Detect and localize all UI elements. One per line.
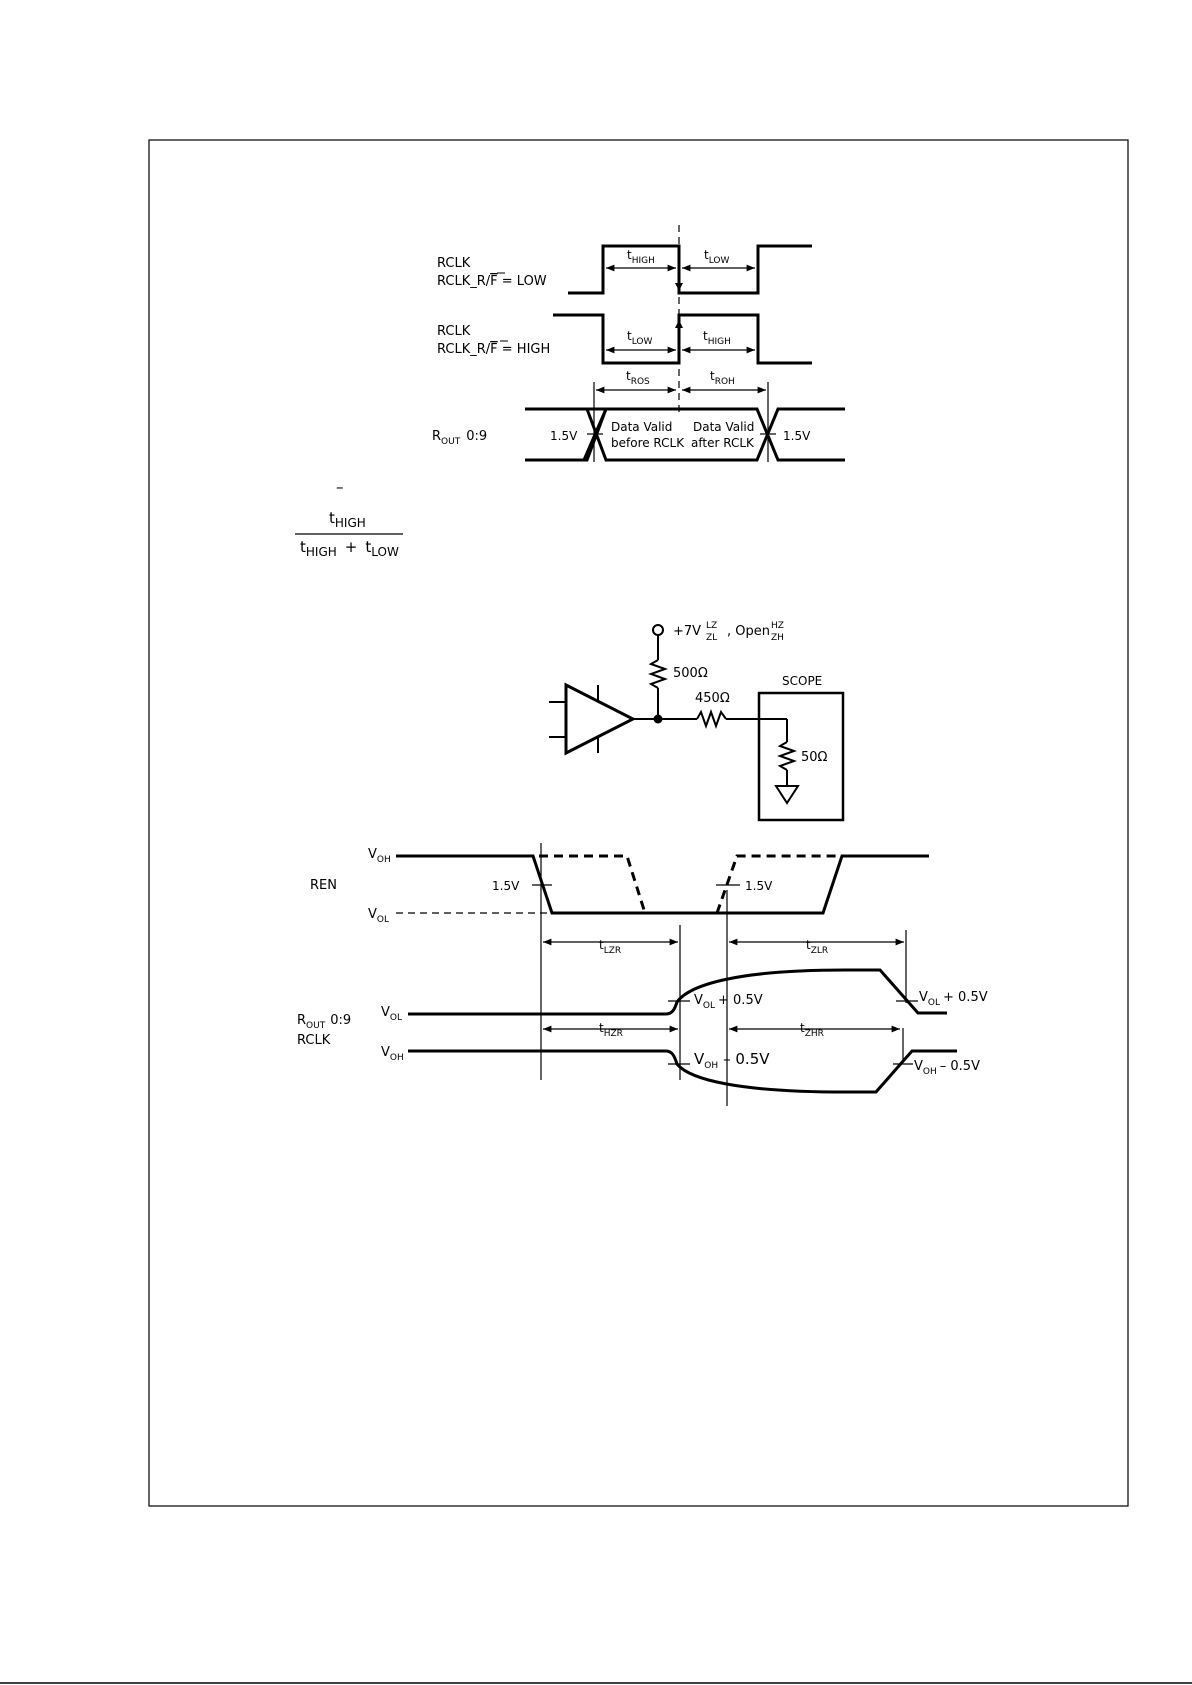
ren-delayed-rising xyxy=(715,854,842,914)
vol-plus-label-2: VOL+ 0.5V xyxy=(919,990,988,1008)
formula-numerator: tHIGH xyxy=(329,509,366,530)
troh-label: tROH xyxy=(710,369,735,387)
rclk-low-condition: RCLK_R/F = LOW xyxy=(437,274,547,289)
ren-waveform-low xyxy=(396,854,722,915)
formula-denominator: tHIGH+tLOW xyxy=(300,538,399,559)
ren-timing-diagram: VOH REN VOL 1.5V 1.5V tLZR tZLR tHZR tZH… xyxy=(297,843,988,1106)
rclk-low-waveform xyxy=(568,244,812,295)
rclk-label-fig3: RCLK xyxy=(297,1033,331,1048)
resistor-50 xyxy=(777,741,797,771)
voh-label-ren: VOH xyxy=(368,847,391,865)
tlow-label-1: tLOW xyxy=(704,248,729,266)
thigh-label-2: tHIGH xyxy=(703,329,731,347)
threshold-label-right: 1.5V xyxy=(783,429,811,443)
tzhr-label: tZHR xyxy=(800,1021,824,1039)
tzlr-label: tZLR xyxy=(806,938,828,956)
voh-minus-label-2: VOH– 0.5V xyxy=(914,1059,980,1077)
vol-label-ren: VOL xyxy=(368,907,389,925)
data-valid-before-line2: before RCLK xyxy=(611,436,685,450)
resistor-450 xyxy=(696,709,727,729)
supply-hz: HZ xyxy=(771,621,784,631)
rout-voh-waveform xyxy=(408,1049,957,1094)
tlow-label-2: tLOW xyxy=(627,329,652,347)
data-valid-after-line1: Data Valid xyxy=(693,420,754,434)
output-buffer-triangle xyxy=(564,682,637,756)
supply-lz: LZ xyxy=(706,621,717,631)
ren-threshold-label-2: 1.5V xyxy=(745,879,773,893)
voh-label-rout: VOH xyxy=(381,1045,404,1063)
rclk-label-b: RCLK xyxy=(437,324,471,339)
ren-label: REN xyxy=(310,878,337,893)
voh-minus-label-1: VOH– 0.5V xyxy=(694,1050,770,1071)
rclk-timing-diagram: RCLK RCLK_R/F = LOW RCLK RCLK_R/F = HIGH… xyxy=(432,225,845,462)
ren-threshold-label-1: 1.5V xyxy=(492,879,520,893)
data-valid-after-line2: after RCLK xyxy=(691,436,755,450)
formula-dash: – xyxy=(336,478,344,496)
supply-terminal xyxy=(652,624,664,636)
ren-waveform-high xyxy=(712,854,929,915)
rout-data-lower xyxy=(525,407,845,462)
output-node xyxy=(653,714,663,724)
resistor-500 xyxy=(648,659,668,689)
supply-zl: ZL xyxy=(706,633,717,643)
rout-data-upper xyxy=(525,407,845,462)
figure-frame xyxy=(148,139,1129,1507)
vol-label-rout: VOL xyxy=(381,1005,402,1023)
thigh-label-1: tHIGH xyxy=(627,248,655,266)
supply-open: , Open xyxy=(727,624,770,639)
thzr-label: tHZR xyxy=(599,1021,623,1039)
rclk-high-waveform xyxy=(553,313,812,365)
resistor-50-label: 50Ω xyxy=(801,750,828,765)
rclk-high-condition: RCLK_R/F = HIGH xyxy=(437,342,550,357)
supply-zh: ZH xyxy=(771,633,784,643)
tlzr-label: tLZR xyxy=(599,938,621,956)
ground-symbol xyxy=(774,785,800,805)
vol-plus-label-1: VOL+ 0.5V xyxy=(694,993,763,1011)
ren-delayed-falling xyxy=(539,854,647,914)
resistor-450-label: 450Ω xyxy=(695,691,730,706)
data-valid-before-line1: Data Valid xyxy=(611,420,672,434)
rclk-label-a: RCLK xyxy=(437,256,471,271)
rout-vol-waveform xyxy=(408,968,947,1016)
scope-label: SCOPE xyxy=(782,674,822,688)
threshold-label-left: 1.5V xyxy=(550,429,578,443)
duty-cycle-formula: – tHIGH tHIGH+tLOW xyxy=(295,478,403,559)
tros-label: tROS xyxy=(626,369,650,387)
test-load-circuit: +7V LZ ZL , Open HZ ZH 500Ω 450Ω SCOPE 5… xyxy=(549,621,845,822)
scope-box xyxy=(757,691,845,822)
supply-label: +7V xyxy=(673,624,701,639)
resistor-500-label: 500Ω xyxy=(673,666,708,681)
